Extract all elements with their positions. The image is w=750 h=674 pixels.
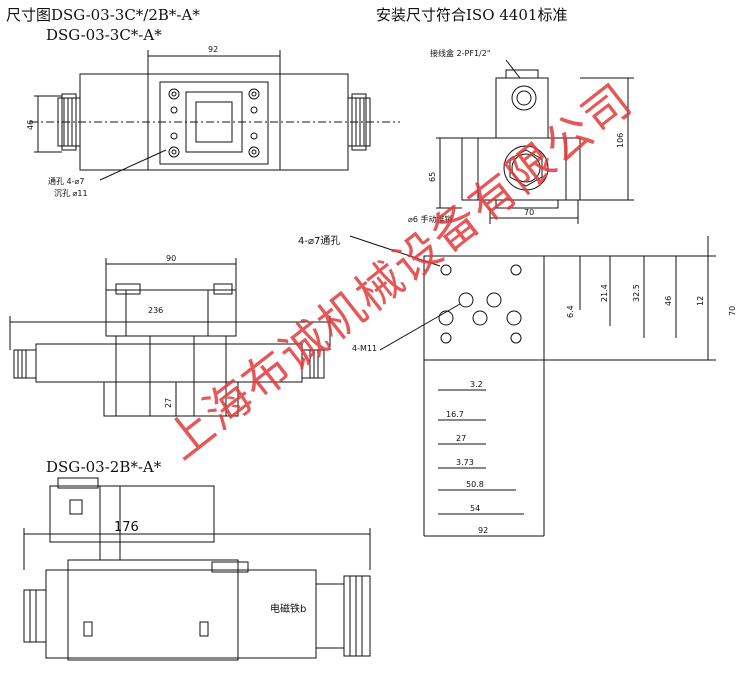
dim-h-2: 27 <box>456 434 467 443</box>
dim-h-3: 3.73 <box>456 458 474 467</box>
title-main: 尺寸图DSG-03-3C*/2B*-A* <box>6 6 200 24</box>
manual-button-label: ⌀6 手动推销 <box>408 215 453 224</box>
note-counterbore: 沉孔 ⌀11 <box>54 189 88 198</box>
dim-90: 90 <box>166 254 177 263</box>
junction-box-label: 接线盒 2-PF1/2" <box>430 49 491 58</box>
end-view <box>436 59 634 224</box>
title-2b: DSG-03-2B*-A* <box>46 458 162 476</box>
dim-46-top: 46 <box>26 119 35 130</box>
view-2b <box>23 477 371 661</box>
dim-70-end: 70 <box>524 208 535 217</box>
title-3c: DSG-03-3C*-A* <box>46 26 162 44</box>
title-iso: 安装尺寸符合ISO 4401标准 <box>376 6 568 24</box>
dim-h-6: 92 <box>478 526 489 535</box>
dim-v-2: 32.5 <box>632 284 641 302</box>
through-holes-label: 4-⌀7通孔 <box>298 236 341 247</box>
dim-h-0: 3.2 <box>470 380 483 389</box>
side-view <box>9 258 331 417</box>
note-through-hole: 通孔 4-⌀7 <box>48 177 85 186</box>
mounting-face <box>349 235 716 537</box>
dim-v-4: 12 <box>696 295 705 306</box>
dim-h-5: 54 <box>470 504 481 513</box>
hole-m-label: 4-M11 <box>352 344 378 353</box>
dim-236: 236 <box>148 306 164 315</box>
dim-v-1: 21.4 <box>600 284 609 302</box>
dim-v-3: 46 <box>664 295 673 306</box>
top-view <box>30 50 400 181</box>
dim-h-4: 50.8 <box>466 480 484 489</box>
dim-h-1: 16.7 <box>446 410 464 419</box>
dim-176: 176 <box>114 520 139 535</box>
dim-v-0: 6.4 <box>566 305 575 318</box>
dim-27-side: 27 <box>164 397 173 408</box>
dim-92-top: 92 <box>208 45 219 54</box>
dim-65: 65 <box>428 171 437 182</box>
solenoid-b-label: 电磁铁b <box>270 604 307 615</box>
dim-v-5: 70 <box>728 305 737 316</box>
dim-106: 106 <box>616 132 625 148</box>
